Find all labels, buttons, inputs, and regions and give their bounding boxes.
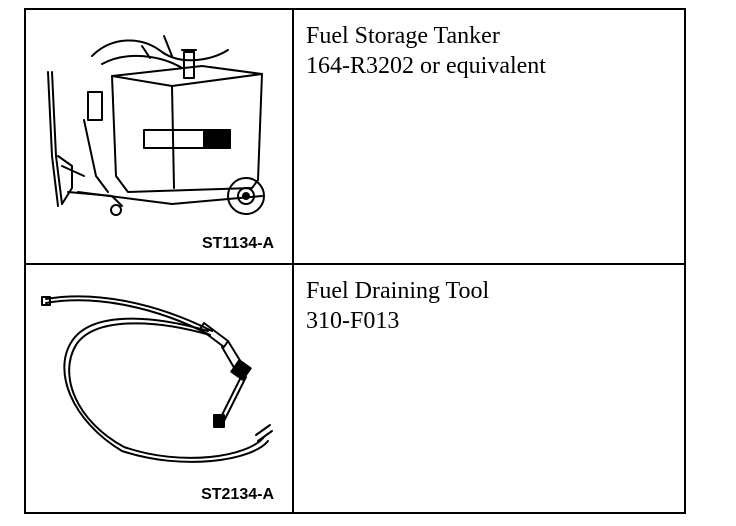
row-divider: [26, 263, 684, 265]
tool-illustration-cell-drain: ST2134-A: [26, 265, 292, 514]
tool-part-number: 164-R3202 or equivalent: [306, 53, 546, 79]
tool-code: ST1134-A: [201, 235, 274, 252]
tool-illustration-cell-tanker: ST1134-A: [26, 10, 292, 263]
fuel-tanker-illustration: [47, 35, 265, 216]
tool-description-cell-tanker: Fuel Storage Tanker 164-R3202 or equival…: [294, 10, 686, 263]
tool-name: Fuel Draining Tool: [306, 278, 490, 304]
tool-code: ST2134-A: [201, 486, 274, 503]
tool-name: Fuel Storage Tanker: [306, 23, 500, 49]
tool-description-cell-drain: Fuel Draining Tool 310-F013: [294, 265, 686, 514]
column-divider: [292, 10, 294, 512]
special-tools-table: ST1134-A Fuel Storage Tanker 164-R3202 o…: [24, 8, 686, 514]
tool-part-number: 310-F013: [306, 308, 400, 334]
fuel-drain-hose-illustration: [41, 295, 273, 463]
